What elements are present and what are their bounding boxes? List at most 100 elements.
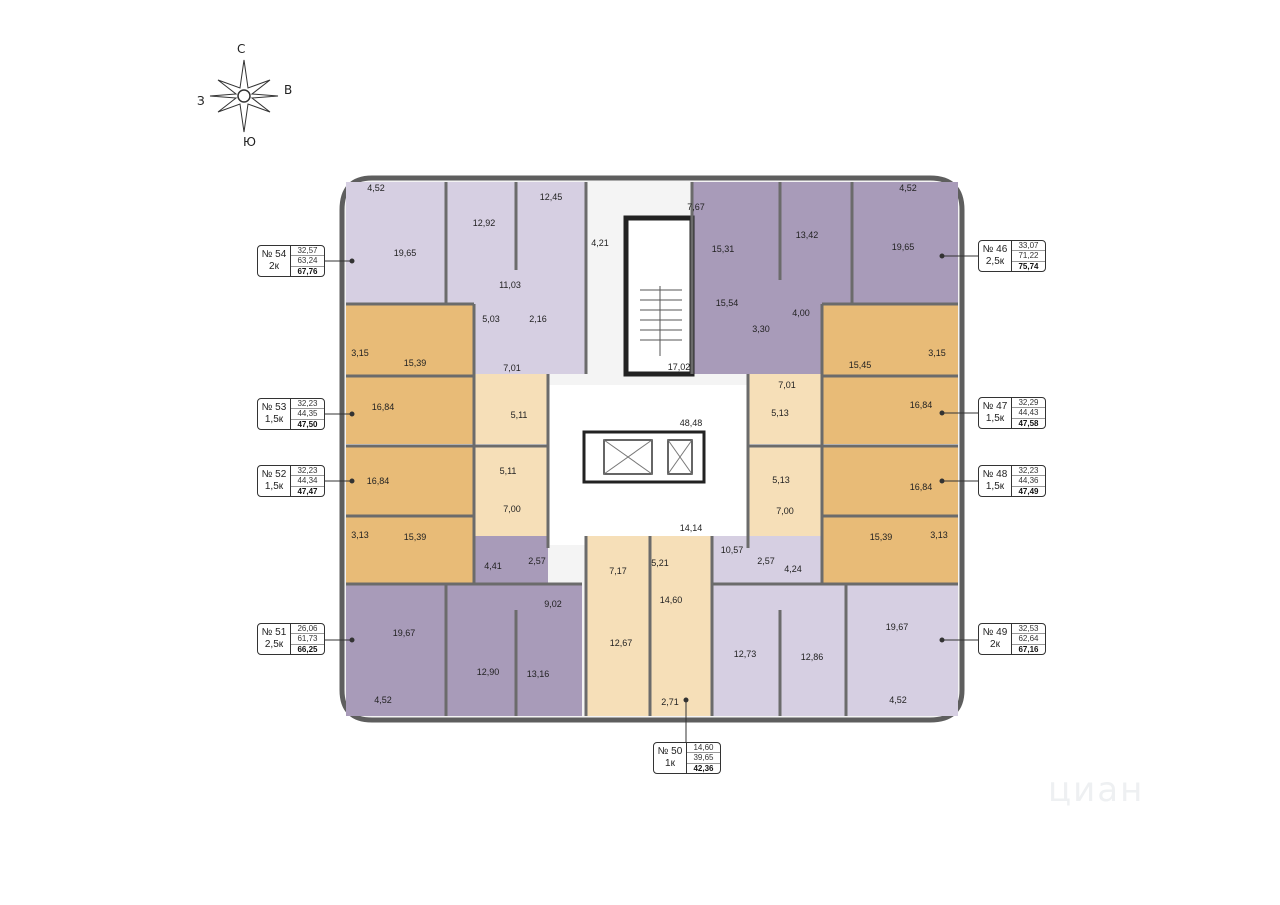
room-area: 4,21	[591, 238, 609, 248]
living-area: 32,23	[297, 466, 318, 475]
apartment-number: № 48	[982, 469, 1008, 480]
area: 63,24	[291, 255, 324, 265]
compass-rose: С Ю В З	[197, 42, 292, 149]
room-area: 4,00	[792, 308, 810, 318]
interior-walls	[346, 182, 958, 716]
area: 61,73	[291, 633, 324, 643]
apartment-type: 2,5к	[985, 256, 1005, 267]
room-area: 2,71	[661, 697, 679, 707]
area: 71,22	[1012, 250, 1045, 260]
elevator-core	[582, 430, 706, 484]
apartment-54-zone	[346, 182, 586, 304]
room-area: 12,73	[734, 649, 757, 659]
apartment-46-zone	[692, 182, 958, 304]
apartment-number: № 46	[982, 244, 1008, 255]
room-area: 15,31	[712, 244, 735, 254]
room-area: 19,67	[886, 622, 909, 632]
apartment-number: № 49	[982, 627, 1008, 638]
compass-west: З	[197, 94, 205, 108]
apartment-type: 2,5к	[264, 639, 284, 650]
room-area: 2,16	[529, 314, 547, 324]
apartment-number: № 54	[261, 249, 287, 260]
apartment-type: 2к	[269, 261, 279, 272]
room-area: 15,39	[404, 358, 427, 368]
total-area: 47,50	[291, 418, 324, 429]
room-area: 2,57	[528, 556, 546, 566]
apartment-49-zone	[712, 584, 958, 716]
stair-core	[623, 215, 695, 377]
apartment-number: № 53	[261, 402, 287, 413]
room-area: 5,13	[772, 475, 790, 485]
room-area: 16,84	[367, 476, 390, 486]
room-area: 5,11	[500, 466, 517, 476]
room-area: 15,39	[404, 532, 427, 542]
total-area: 47,49	[1012, 485, 1045, 496]
apartment-type: 1,5к	[264, 414, 284, 425]
apartment-type: 2к	[990, 639, 1000, 650]
room-area: 15,39	[870, 532, 893, 542]
total-area: 75,74	[1012, 260, 1045, 271]
room-area: 15,45	[849, 360, 872, 370]
room-area: 19,65	[394, 248, 417, 258]
living-area: 33,07	[1018, 241, 1039, 250]
total-area: 47,58	[1012, 417, 1045, 428]
room-area: 9,02	[544, 599, 562, 609]
room-area: 19,65	[892, 242, 915, 252]
apartment-number: № 47	[982, 401, 1008, 412]
room-area: 5,13	[771, 408, 789, 418]
room-area: 7,17	[609, 566, 627, 576]
room-area: 5,11	[511, 410, 528, 420]
room-area: 3,13	[351, 530, 369, 540]
total-area: 66,25	[291, 643, 324, 654]
room-area: 16,84	[910, 482, 933, 492]
apartment-type: 1к	[665, 758, 675, 769]
room-area: 7,01	[503, 363, 521, 373]
area: 44,36	[1012, 475, 1045, 485]
room-area: 15,54	[716, 298, 739, 308]
watermark: циан	[1048, 770, 1145, 810]
compass-east: В	[284, 83, 292, 97]
room-area: 5,21	[651, 558, 669, 568]
area: 62,64	[1012, 633, 1045, 643]
compass-south: Ю	[243, 135, 256, 149]
apartment-number: № 52	[261, 469, 287, 480]
room-area: 4,41	[484, 561, 502, 571]
apartment-47-hall-zone	[748, 374, 822, 444]
apartment-51-zone	[346, 584, 582, 716]
room-area: 4,24	[784, 564, 802, 574]
apartment-type: 1,5к	[264, 481, 284, 492]
room-area: 3,15	[928, 348, 946, 358]
room-area: 16,84	[910, 400, 933, 410]
apartment-type: 1,5к	[985, 481, 1005, 492]
compass-north: С	[237, 42, 245, 56]
room-area: 14,14	[680, 523, 703, 533]
apartment-52-hall-zone	[474, 446, 548, 536]
room-area: 4,52	[889, 695, 907, 705]
room-area: 13,16	[527, 669, 550, 679]
living-area: 32,23	[297, 399, 318, 408]
apartment-53-zone	[346, 304, 474, 444]
room-area: 11,03	[499, 280, 521, 290]
room-area: 12,92	[473, 218, 496, 228]
living-area: 32,53	[1018, 624, 1039, 633]
room-area: 7,00	[776, 506, 794, 516]
apartment-46-bath-zone	[692, 304, 822, 374]
living-area: 32,23	[1018, 466, 1039, 475]
room-area: 5,03	[482, 314, 500, 324]
total-area: 42,36	[687, 762, 720, 773]
room-area: 4,52	[374, 695, 392, 705]
area: 44,43	[1012, 407, 1045, 417]
room-area: 3,30	[752, 324, 770, 334]
room-area: 12,90	[477, 667, 500, 677]
room-labels: 4,52 12,92 12,45 7,67 4,21 19,65 11,03 5…	[351, 183, 948, 707]
apartment-47-zone	[822, 304, 958, 444]
apartment-53-hall-zone	[474, 374, 548, 444]
